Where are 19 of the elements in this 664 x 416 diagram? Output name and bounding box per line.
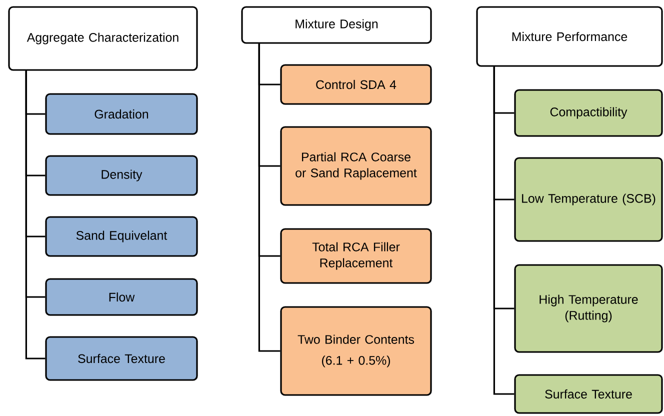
header-box: Mixture Performance — [476, 6, 663, 67]
category-box: High Temperature (Rutting) — [514, 264, 663, 353]
category-box: Two Binder Contents (6.1 + 0.5%) — [280, 306, 432, 396]
category-box: Partial RCA Coarse or Sand Raplacement — [280, 126, 432, 206]
header-box: Mixture Design — [241, 6, 432, 44]
category-box: Gradation — [45, 93, 198, 135]
category-box: Low Temperature (SCB) — [514, 157, 663, 242]
category-box: Sand Equivelant — [45, 216, 198, 257]
header-box: Aggregate Characterization — [8, 6, 198, 71]
connector-line — [25, 70, 46, 360]
category-box: Surface Texture — [45, 336, 198, 381]
category-box: Density — [45, 155, 198, 196]
category-box: Control SDA 4 — [280, 64, 432, 105]
connector-line — [258, 44, 280, 352]
category-box: Total RCA Filler Replacement — [280, 228, 432, 284]
category-box: Compactibility — [514, 89, 663, 137]
category-box: Surface Texture — [514, 374, 663, 414]
category-box: Flow — [45, 278, 198, 316]
connector-line — [493, 66, 514, 395]
